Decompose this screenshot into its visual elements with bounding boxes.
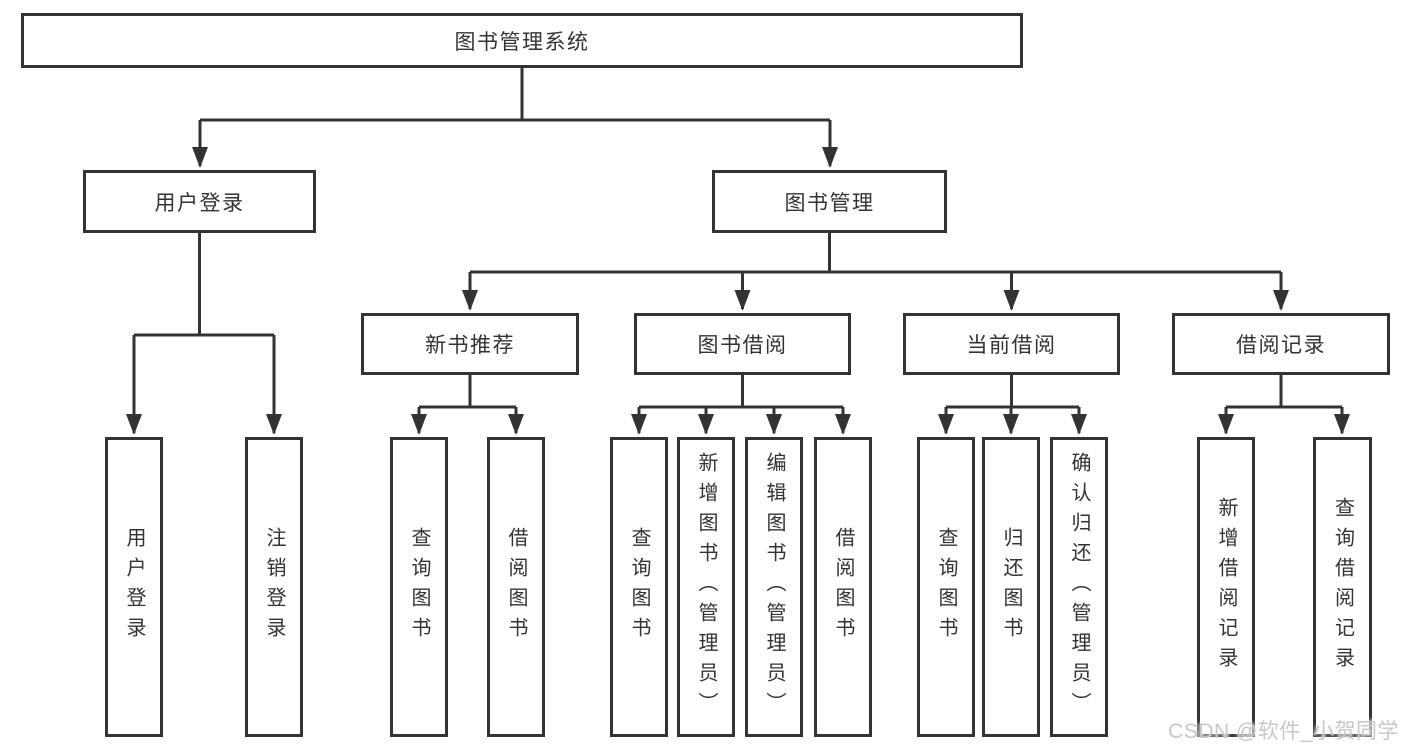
leaf-current-confirm-return-admin-label: 确认归还（管理员） bbox=[1068, 452, 1090, 722]
node-book-management-label: 图书管理 bbox=[784, 191, 875, 215]
leaf-recommend-borrow-book-label: 借阅图书 bbox=[505, 527, 527, 647]
node-user-login-label: 用户登录 bbox=[154, 191, 245, 215]
leaf-recommend-query-book-label: 查询图书 bbox=[408, 527, 430, 647]
leaf-records-add-record: 新增借阅记录 bbox=[1197, 437, 1255, 737]
node-root-system-label: 图书管理系统 bbox=[454, 30, 590, 54]
leaf-logout-label: 注销登录 bbox=[263, 527, 285, 647]
leaf-current-confirm-return-admin: 确认归还（管理员） bbox=[1050, 437, 1108, 737]
leaf-borrowing-add-book-admin-label: 新增图书（管理员） bbox=[695, 452, 717, 722]
leaf-borrowing-borrow-book: 借阅图书 bbox=[814, 437, 872, 737]
leaf-records-add-record-label: 新增借阅记录 bbox=[1215, 497, 1237, 677]
node-user-login: 用户登录 bbox=[83, 170, 316, 233]
node-new-book-recommend: 新书推荐 bbox=[361, 313, 579, 375]
leaf-records-query-record-label: 查询借阅记录 bbox=[1331, 497, 1354, 677]
leaf-user-login: 用户登录 bbox=[105, 437, 163, 737]
leaf-current-return-book-label: 归还图书 bbox=[1000, 527, 1022, 647]
leaf-borrowing-edit-book-admin: 编辑图书（管理员） bbox=[745, 437, 803, 737]
leaf-current-query-book: 查询图书 bbox=[917, 437, 975, 737]
leaf-borrowing-edit-book-admin-label: 编辑图书（管理员） bbox=[763, 452, 785, 722]
leaf-borrowing-query-book: 查询图书 bbox=[610, 437, 668, 737]
leaf-user-login-label: 用户登录 bbox=[123, 527, 145, 647]
node-current-borrowing-label: 当前借阅 bbox=[966, 334, 1057, 357]
node-root-system: 图书管理系统 bbox=[21, 13, 1023, 68]
node-book-borrowing-label: 图书借阅 bbox=[697, 334, 788, 357]
node-new-book-recommend-label: 新书推荐 bbox=[425, 334, 515, 357]
node-book-management: 图书管理 bbox=[712, 170, 947, 233]
node-borrowing-records-label: 借阅记录 bbox=[1236, 334, 1326, 357]
csdn-watermark: CSDN @软件_小贺同学 bbox=[1168, 720, 1399, 743]
leaf-borrowing-add-book-admin: 新增图书（管理员） bbox=[677, 437, 735, 737]
node-current-borrowing: 当前借阅 bbox=[903, 313, 1120, 375]
leaf-recommend-query-book: 查询图书 bbox=[390, 437, 448, 737]
leaf-borrowing-query-book-label: 查询图书 bbox=[628, 527, 650, 647]
leaf-recommend-borrow-book: 借阅图书 bbox=[487, 437, 545, 737]
leaf-logout: 注销登录 bbox=[245, 437, 303, 737]
node-book-borrowing: 图书借阅 bbox=[634, 313, 851, 375]
leaf-records-query-record: 查询借阅记录 bbox=[1313, 437, 1372, 737]
leaf-current-return-book: 归还图书 bbox=[982, 437, 1040, 737]
leaf-current-query-book-label: 查询图书 bbox=[935, 527, 957, 647]
leaf-borrowing-borrow-book-label: 借阅图书 bbox=[832, 527, 854, 647]
node-borrowing-records: 借阅记录 bbox=[1172, 313, 1390, 375]
